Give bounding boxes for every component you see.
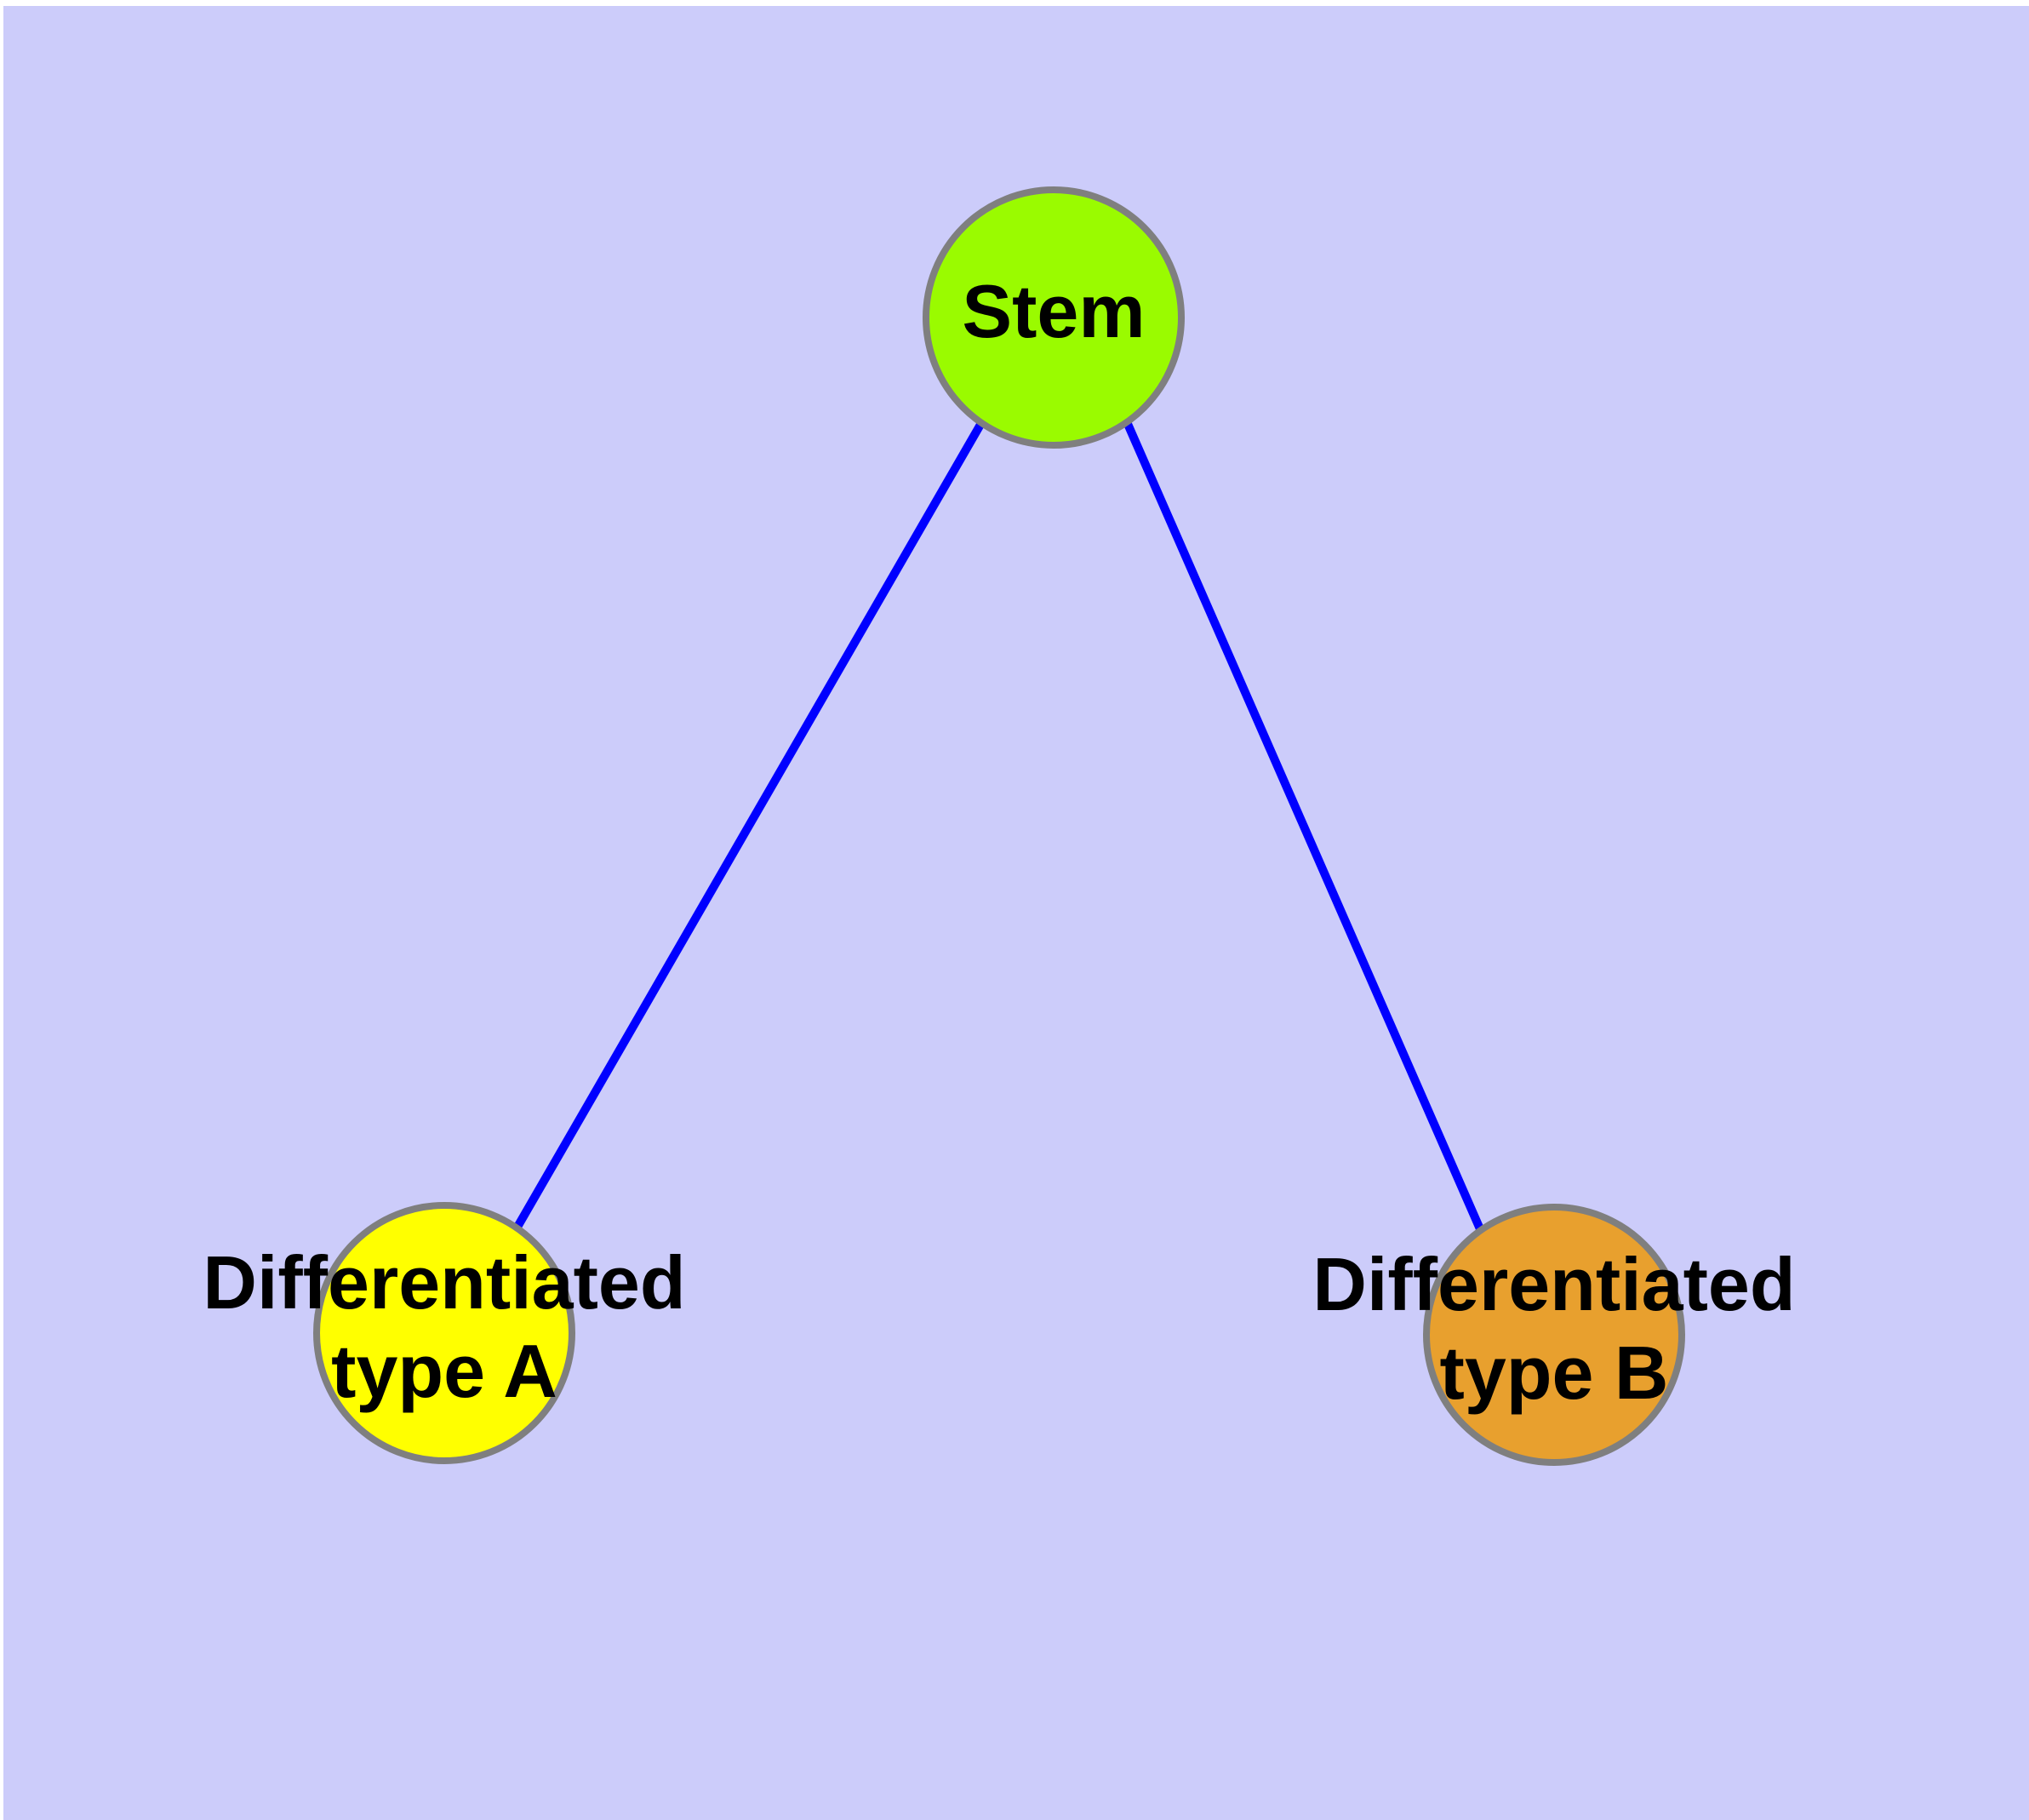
graph-node-label-line: Differentiated [1312, 1242, 1795, 1326]
graph-node-label-line: Stem [962, 269, 1145, 353]
graph-node-label-line: type A [331, 1329, 557, 1413]
nodes-layer [313, 186, 1685, 1466]
graph-node-stem[interactable] [923, 186, 1185, 449]
graph-node-diff_b[interactable] [1423, 1204, 1685, 1466]
graph-edge-stem-to-diff-a[interactable] [512, 421, 986, 1231]
edges-layer [512, 421, 1485, 1233]
graph-node-diff_a[interactable] [313, 1202, 575, 1464]
graph-node-label-line: type B [1440, 1331, 1669, 1415]
graph-node-label-stem: Stem [962, 269, 1145, 353]
graph-edge-stem-to-diff-b[interactable] [1123, 421, 1485, 1233]
graph-node-label-line: Differentiated [203, 1240, 685, 1325]
